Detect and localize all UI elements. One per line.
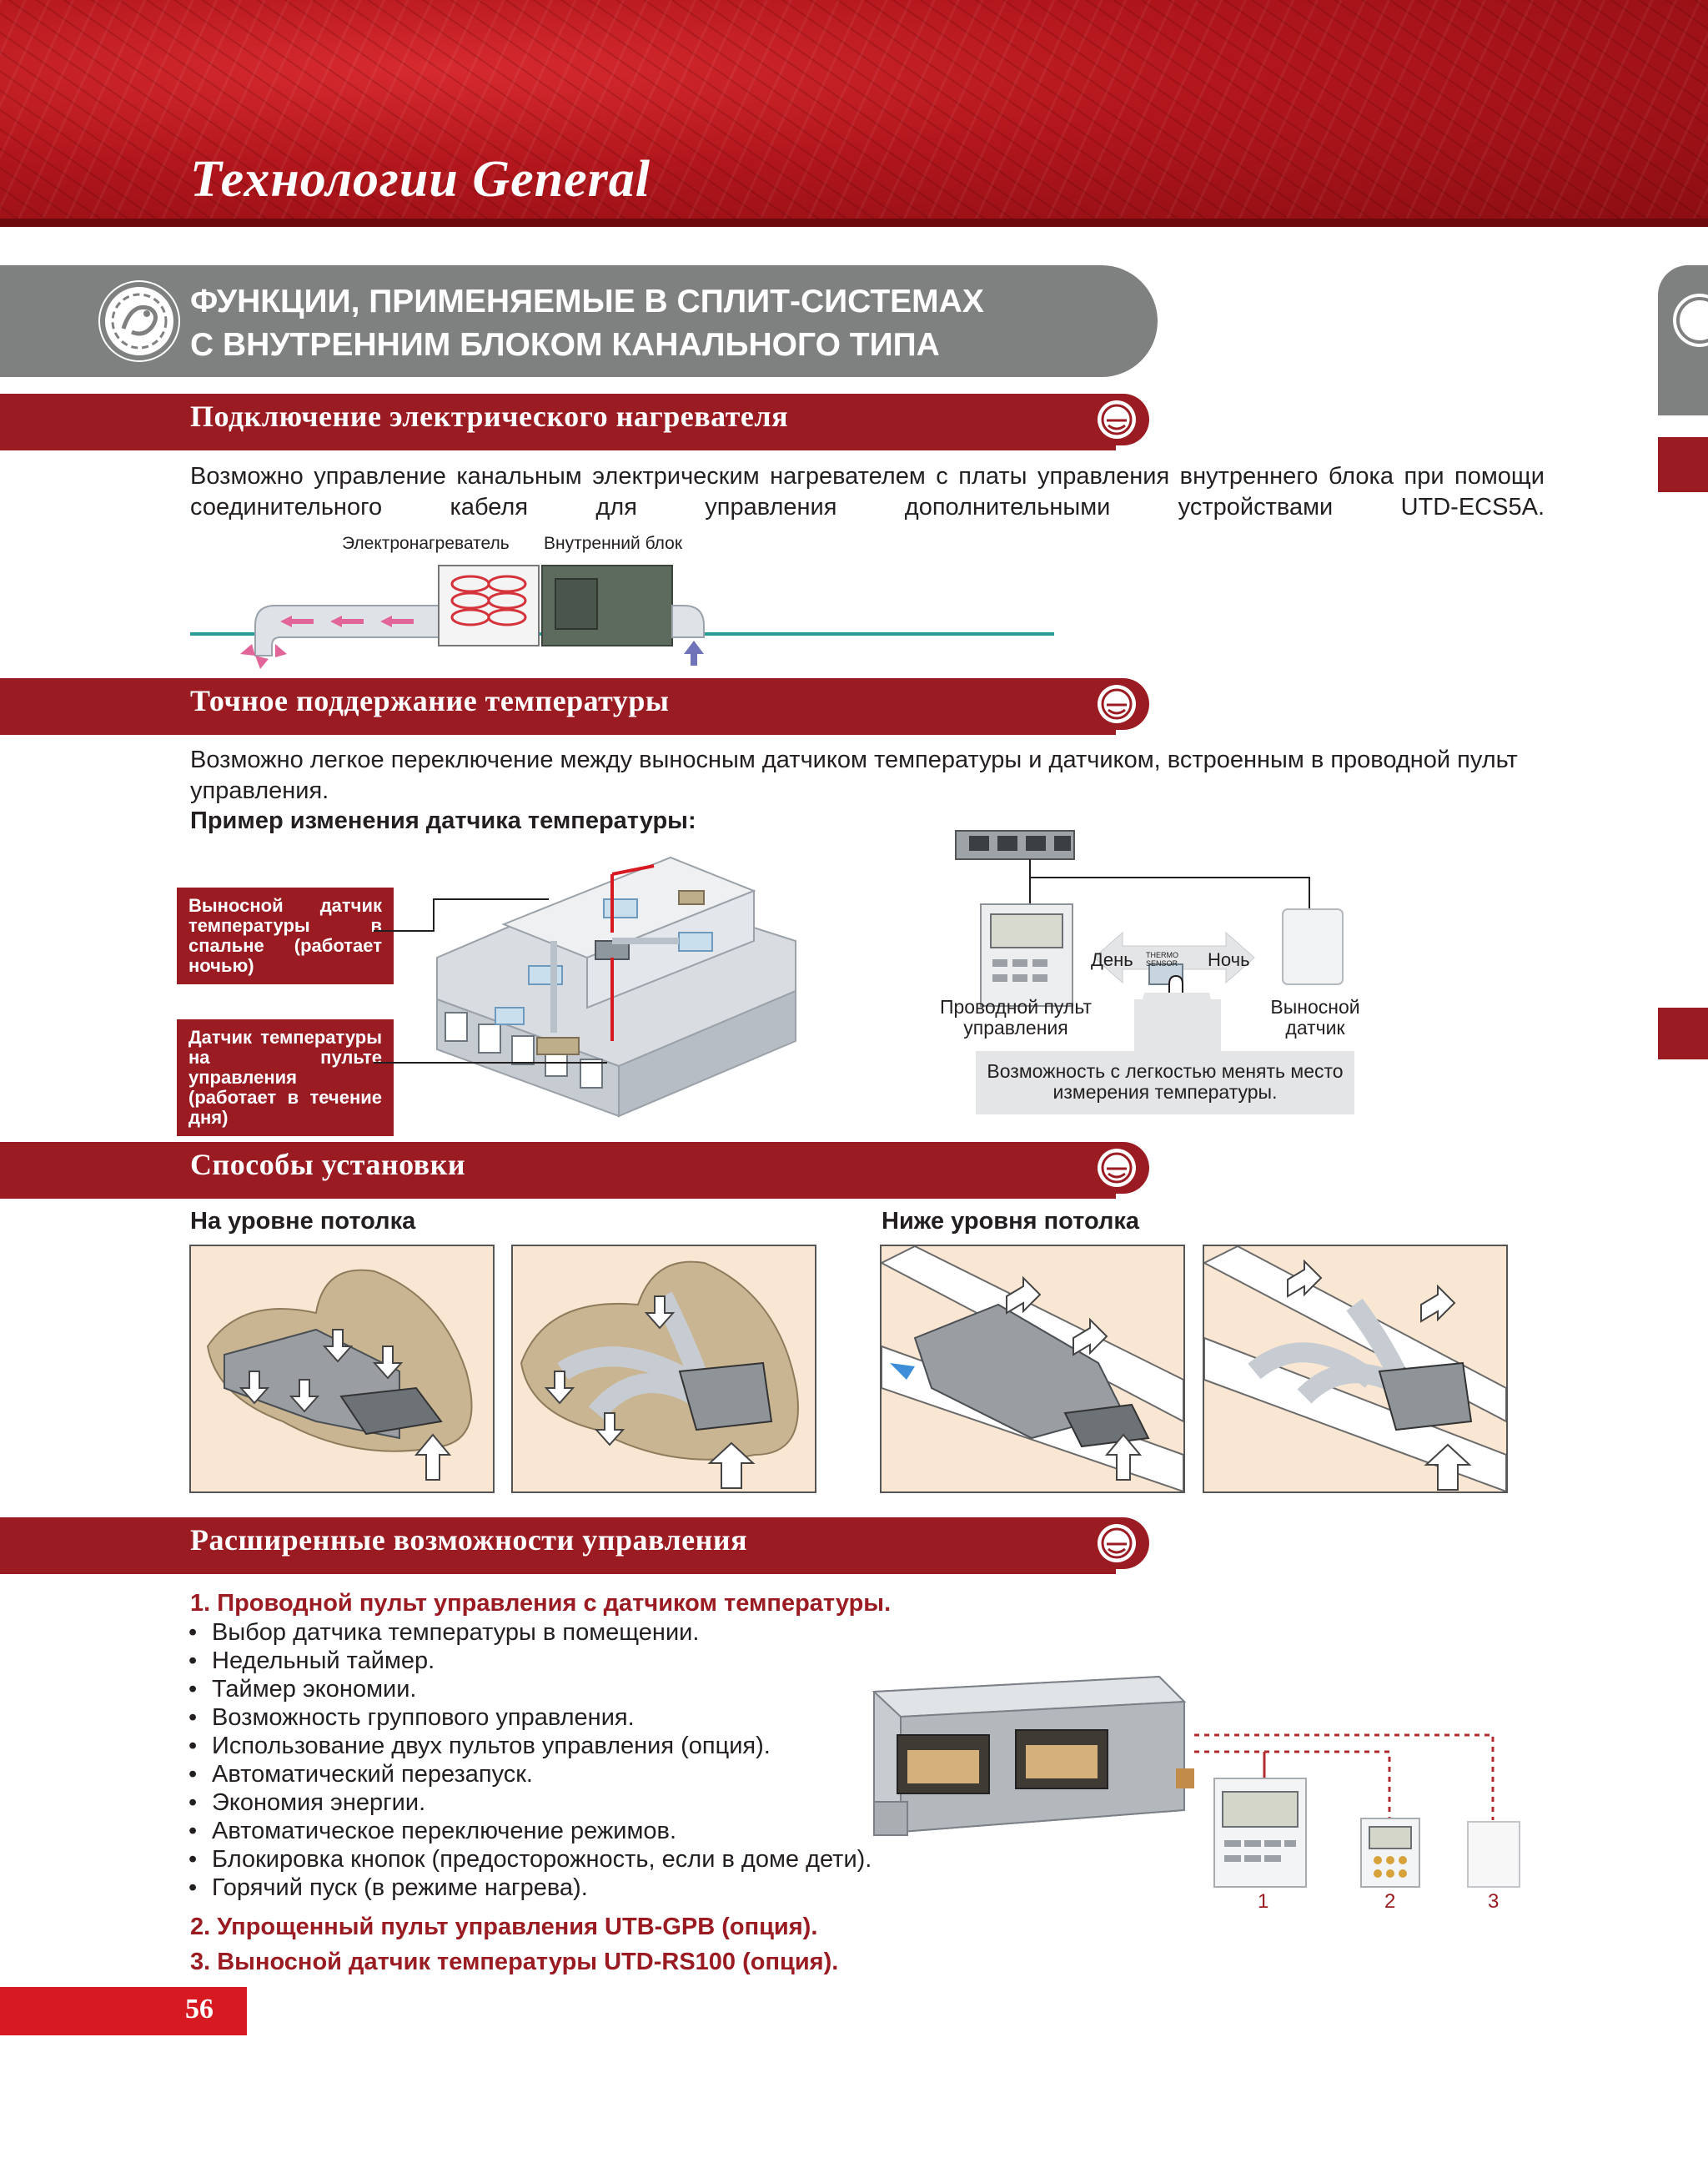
install-below-ceiling-ducted-image: [880, 1245, 1185, 1493]
section-header-control: Расширенные возможности управления: [0, 1517, 1149, 1576]
page-number: 56: [185, 1994, 214, 2025]
list-item: Недельный таймер.: [183, 1647, 951, 1675]
section-header-temperature: Точное поддержание температуры: [0, 678, 1149, 737]
example-heading: Пример изменения датчика температуры:: [190, 807, 696, 834]
section-header-installation: Способы установки: [0, 1142, 1149, 1200]
category-title-line1: ФУНКЦИИ, ПРИМЕНЯЕМЫЕ В СПЛИТ-СИСТЕМАХ: [190, 284, 984, 319]
list-item: Использование двух пультов управления (о…: [183, 1732, 951, 1760]
control-feature-list: Выбор датчика температуры в помещении. Н…: [183, 1618, 951, 1902]
heater-description: Возможно управление канальным электричес…: [190, 463, 1545, 521]
list-item: Автоматическое переключение режимов.: [183, 1817, 951, 1845]
heater-duct-diagram: [190, 565, 1054, 669]
install-below-ceiling-flex-duct-image: [1203, 1245, 1508, 1493]
section-emblem-icon: [1098, 1524, 1136, 1562]
list-item: Горячий пуск (в режиме нагрева).: [183, 1874, 951, 1902]
section-title-installation: Способы установки: [190, 1148, 466, 1181]
section-title-temperature: Точное поддержание температуры: [190, 684, 670, 717]
label-indoor-unit: Внутренний блок: [544, 534, 683, 553]
callout-remote-sensor: Выносной датчик температуры в спальне (р…: [177, 888, 394, 984]
house-isometric-image: [436, 856, 796, 1118]
dragon-emblem-icon: [98, 280, 180, 362]
list-item: Таймер экономии.: [183, 1675, 951, 1703]
label-remote-sensor: Выносной датчик: [1270, 996, 1360, 1039]
callout-panel-sensor: Датчик температуры на пульте управления …: [177, 1019, 394, 1136]
label-wired-panel: Проводной пульт управления: [939, 996, 1093, 1039]
side-section-line: [1658, 1054, 1708, 1059]
list-item: Экономия энергии.: [183, 1788, 951, 1817]
side-section-tab: [1658, 1008, 1708, 1058]
control-item3-title: 3. Выносной датчик температуры UTD-RS100…: [190, 1949, 839, 1975]
sensor-switching-diagram: [955, 830, 1344, 1013]
control-item1-title: 1. Проводной пульт управления с датчиком…: [190, 1590, 892, 1617]
section-title-control: Расширенные возможности управления: [190, 1523, 748, 1557]
device-label-2: 2: [1384, 1890, 1396, 1913]
category-title: ФУНКЦИИ, ПРИМЕНЯЕМЫЕ В СПЛИТ-СИСТЕМАХ С …: [190, 280, 984, 367]
temperature-description: Возможно легкое переключение между вынос…: [190, 747, 1518, 804]
list-item: Выбор датчика температуры в помещении.: [183, 1618, 951, 1647]
list-item: Блокировка кнопок (предосторожность, есл…: [183, 1845, 951, 1874]
label-night: Ночь: [1208, 949, 1250, 970]
label-thermo-sensor: THERMO SENSOR: [1146, 951, 1178, 968]
install-ceiling-ducted-image: [189, 1245, 495, 1493]
category-tab: [0, 265, 1158, 377]
temperature-caption: Возможность с легкостью менять место изм…: [976, 1051, 1354, 1114]
ducted-unit-controllers-image: [872, 1675, 1520, 1888]
control-item2-title: 2. Упрощенный пульт управления UTB-GPB (…: [190, 1914, 818, 1940]
section-title-heater: Подключение электрического нагревателя: [190, 400, 789, 433]
label-heater: Электронагреватель: [342, 534, 510, 553]
label-below-ceiling: Ниже уровня потолка: [882, 1208, 1140, 1235]
page-header-title: Технологии General: [190, 151, 651, 208]
section-emblem-icon: [1098, 400, 1136, 439]
device-label-3: 3: [1488, 1890, 1500, 1913]
section-emblem-icon: [1098, 1149, 1136, 1187]
category-title-line2: С ВНУТРЕННИМ БЛОКОМ КАНАЛЬНОГО ТИПА: [190, 327, 940, 363]
list-item: Возможность группового управления.: [183, 1703, 951, 1732]
list-item: Автоматический перезапуск.: [183, 1760, 951, 1788]
side-category-tab: [1658, 265, 1708, 415]
section-emblem-icon: [1098, 685, 1136, 723]
header-banner: [0, 0, 1708, 227]
install-ceiling-flex-duct-image: [511, 1245, 816, 1493]
device-label-1: 1: [1258, 1890, 1269, 1913]
page-number-box: [0, 1987, 247, 2035]
label-day: День: [1091, 949, 1133, 970]
side-section-tab: [1658, 437, 1708, 492]
section-header-heater: Подключение электрического нагревателя: [0, 394, 1149, 452]
header-stripe: [0, 219, 1708, 227]
callout-leader-lines: [374, 898, 607, 1064]
caption-connector: [1134, 999, 1221, 1051]
label-ceiling-level: На уровне потолка: [190, 1208, 416, 1235]
